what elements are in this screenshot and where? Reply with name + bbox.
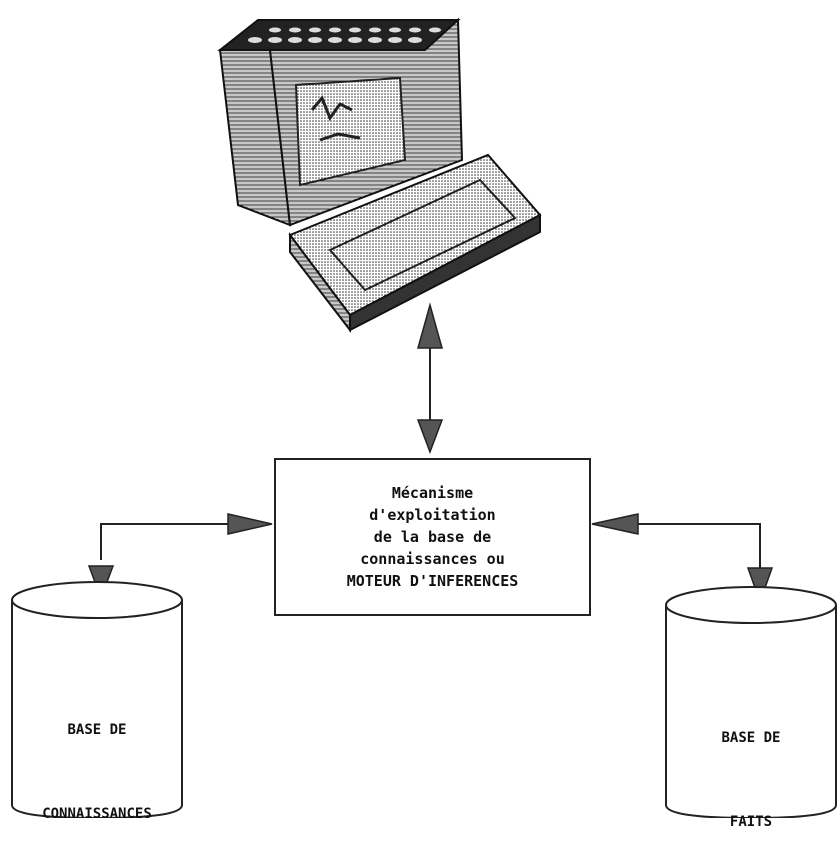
engine-label-line-3: de la base de — [373, 528, 492, 546]
arrow-computer-engine — [416, 302, 444, 455]
knowledge-base-cylinder — [11, 581, 183, 818]
diagram-canvas — [11, 17, 837, 818]
facts-base-cylinder — [665, 586, 837, 818]
knowledge-base-label-line-1: BASE DE — [67, 722, 127, 738]
engine-label-line-5: MOTEUR D'INFERENCES — [346, 572, 519, 590]
knowledge-base-label-line-2: CONNAISSANCES — [42, 806, 152, 822]
facts-base-label-line-1: BASE DE — [721, 730, 781, 746]
facts-base-label: BASE DE FAITS — [666, 668, 836, 864]
engine-label-line-1: Mécanisme — [391, 484, 474, 502]
knowledge-base-label: BASE DE CONNAISSANCES — [12, 660, 182, 856]
computer-icon — [217, 17, 542, 333]
engine-label-line-2: d'exploitation — [369, 506, 496, 524]
engine-label-line-4: connaissances ou — [360, 550, 505, 568]
inference-engine-box: Mécanisme d'exploitation de la base de c… — [274, 458, 591, 616]
facts-base-label-line-2: FAITS — [729, 814, 773, 830]
arrow-engine-facts — [591, 513, 774, 605]
